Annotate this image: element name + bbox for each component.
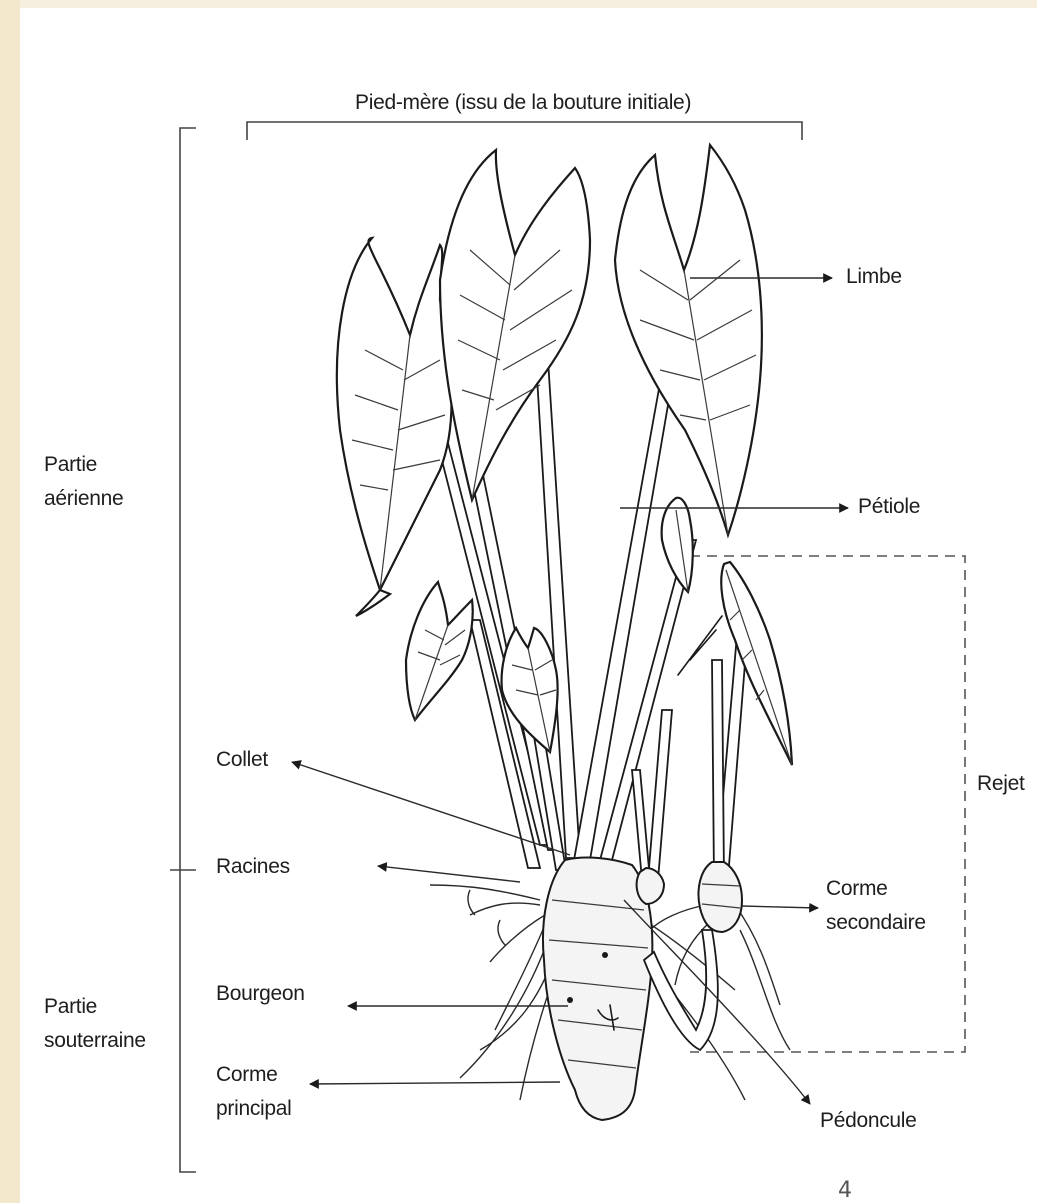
page-number: 4 xyxy=(838,1178,852,1203)
label-pedoncule: Pédoncule xyxy=(820,1104,917,1138)
bracket-pied-mere xyxy=(247,122,802,140)
label-partie-souterraine-line1: Partie xyxy=(44,990,97,1024)
label-corme-secondaire-line1: Corme xyxy=(826,872,888,906)
label-partie-aerienne-line2: aérienne xyxy=(44,482,123,516)
label-corme-principal-line1: Corme xyxy=(216,1058,278,1092)
bracket-whole-plant xyxy=(170,128,196,1172)
leaf-center xyxy=(440,150,590,500)
label-corme-secondaire-line2: secondaire xyxy=(826,906,926,940)
corm-principal xyxy=(543,858,652,1120)
label-partie-aerienne-line1: Partie xyxy=(44,448,97,482)
label-corme-principal-line2: principal xyxy=(216,1092,292,1126)
corm-secondaire xyxy=(699,862,743,932)
small-bud-corm xyxy=(637,868,664,904)
leaf-right xyxy=(615,145,762,535)
label-bourgeon: Bourgeon xyxy=(216,977,305,1011)
label-limbe: Limbe xyxy=(846,260,902,294)
label-rejet: Rejet xyxy=(977,767,1025,801)
leaf-small-center xyxy=(502,628,558,752)
label-partie-souterraine-line2: souterraine xyxy=(44,1024,146,1058)
leaf-left xyxy=(337,238,452,616)
leaf-small-right xyxy=(662,498,693,592)
leaf-small-left xyxy=(406,582,473,720)
label-racines: Racines xyxy=(216,850,290,884)
label-petiole: Pétiole xyxy=(858,490,920,524)
label-pied-mere: Pied-mère (issu de la bouture initiale) xyxy=(355,86,691,120)
pedoncule-stalk xyxy=(644,930,718,1050)
label-collet: Collet xyxy=(216,743,268,777)
